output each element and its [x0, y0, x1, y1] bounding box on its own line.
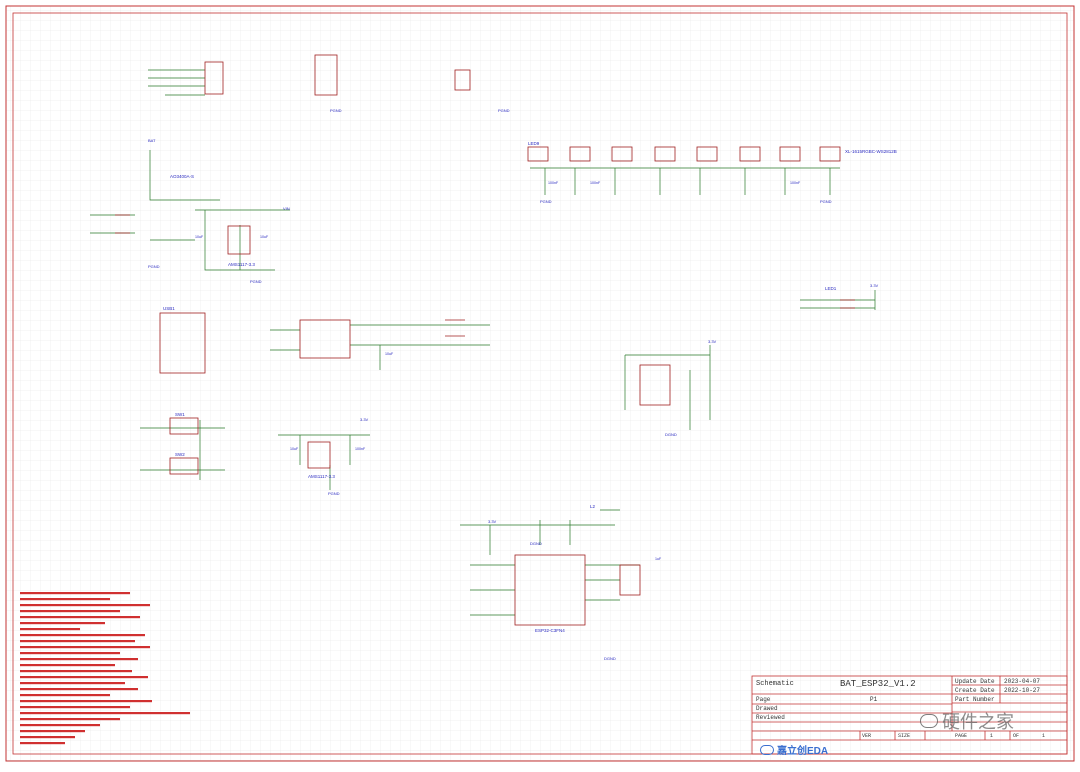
create-date: 2022-10-27	[1004, 687, 1041, 694]
page-total: 1	[1042, 733, 1046, 739]
wires	[90, 69, 876, 616]
ver-label: VER	[862, 733, 872, 739]
sw1-label: SW1	[175, 412, 185, 417]
page-value: P1	[870, 696, 878, 703]
net-3v3-1: 3.3V	[360, 417, 369, 422]
sw2-label: SW2	[175, 452, 185, 457]
grid-background	[6, 6, 1074, 761]
wechat-icon	[920, 714, 938, 728]
eda-logo: 嘉立创EDA	[760, 742, 828, 757]
net-bat: BAT	[148, 138, 156, 143]
net-dgnd-3: DGND	[665, 432, 677, 437]
schematic-label: Schematic	[756, 680, 794, 688]
size-label: SIZE	[898, 733, 911, 739]
outer-border	[5, 5, 1075, 762]
led1-label: LED1	[825, 286, 837, 291]
led-part-label: XL-1615RGBC-WS2812B	[845, 149, 897, 154]
cap-10u-3: 10uF	[385, 352, 394, 356]
net-3v3-3: 3.3V	[488, 519, 497, 524]
net-3v3-4: 3.3V	[870, 283, 879, 288]
cap-100n-3: 100nF	[790, 181, 801, 185]
net-labels: PGND PGND PGND PGND PGND PGND PGND DGND …	[148, 108, 879, 661]
cap-10u-2: 10uF	[260, 235, 269, 239]
net-pgnd-2: PGND	[498, 108, 510, 113]
inner-border	[12, 12, 1068, 755]
title-block-frame	[751, 675, 1068, 755]
page-label: Page	[756, 696, 771, 703]
net-3v3-2: 3.3V	[708, 339, 717, 344]
title-text: BAT_ESP32_V1.2	[840, 679, 916, 689]
watermark: 硬件之家	[920, 708, 1014, 734]
net-pgnd-1: PGND	[330, 108, 342, 113]
part-number-label: Part Number	[955, 696, 995, 703]
cap-10u-4: 10uF	[290, 447, 299, 451]
net-pgnd-7: PGND	[328, 491, 340, 496]
page-num-label: PAGE	[955, 733, 968, 739]
update-date: 2023-04-07	[1004, 678, 1041, 685]
page-num: 1	[990, 733, 994, 739]
cap-10u-1: 10uF	[195, 235, 204, 239]
led9-label: LED9	[528, 141, 540, 146]
logo-text: 嘉立创EDA	[777, 746, 829, 757]
net-vin: VIN	[283, 206, 290, 211]
u1-label: ESP32-C3FN4	[535, 628, 565, 633]
drawed-label: Drawed	[756, 705, 778, 712]
update-date-label: Update Date	[955, 678, 995, 685]
reviewed-label: Reviewed	[756, 714, 785, 721]
l2-label: L2	[590, 504, 596, 509]
cap-100n-2: 100nF	[590, 181, 601, 185]
net-dgnd-2: DGND	[604, 656, 616, 661]
usb1-label: USB1	[163, 306, 175, 311]
pin-notes	[20, 592, 190, 745]
part-symbols	[115, 54, 855, 626]
component-labels: ESP32-C3FN4 AMS1117-3.3 AMS1117-3.3 AO34…	[163, 141, 897, 633]
u3-label: AMS1117-3.3	[308, 474, 335, 479]
cloud-icon	[760, 744, 774, 755]
cap-1u-1: 1uF	[655, 557, 662, 561]
cap-100n-4: 100nF	[355, 447, 366, 451]
net-pgnd-3: PGND	[148, 264, 160, 269]
net-pgnd-4: PGND	[250, 279, 262, 284]
cap-values: 10uF 10uF 100nF 100nF 100nF 10uF 10uF 10…	[195, 181, 801, 561]
u2-label: AMS1117-3.3	[228, 262, 255, 267]
of-label: OF	[1013, 733, 1020, 739]
q4-label: AO3400A-S	[170, 174, 194, 179]
create-date-label: Create Date	[955, 687, 995, 694]
watermark-text: 硬件之家	[942, 712, 1014, 733]
cap-100n-1: 100nF	[548, 181, 559, 185]
net-pgnd-5: PGND	[540, 199, 552, 204]
net-pgnd-6: PGND	[820, 199, 832, 204]
net-dgnd-1: DGND	[530, 541, 542, 546]
